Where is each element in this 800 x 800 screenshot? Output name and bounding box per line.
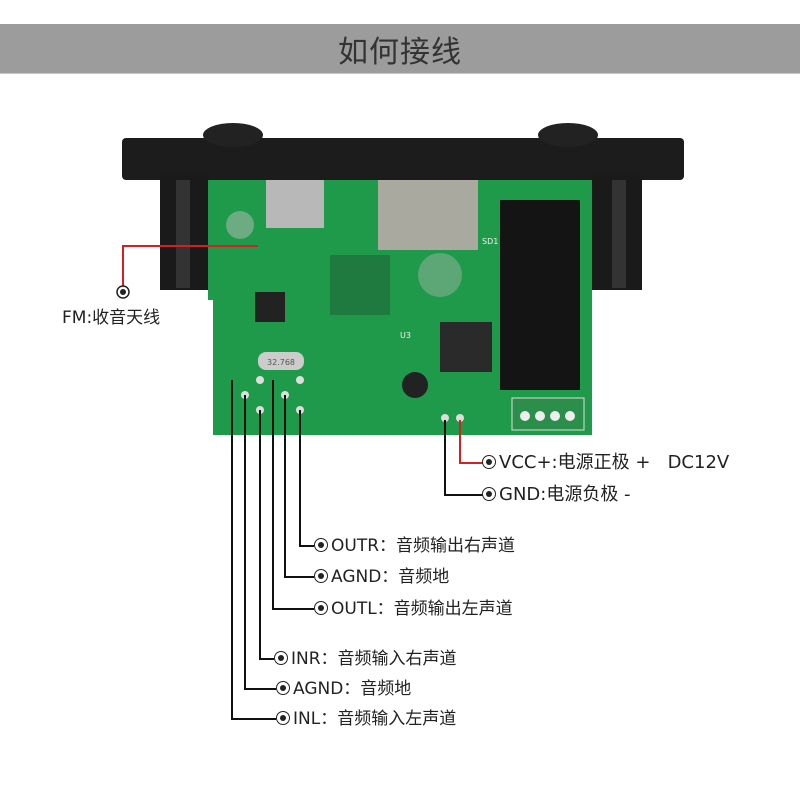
fm-terminal-icon bbox=[116, 285, 130, 299]
label-agnd-out: AGND：音频地 bbox=[314, 567, 449, 587]
label-agnd-in: AGND：音频地 bbox=[276, 679, 411, 699]
inl-wire bbox=[231, 380, 276, 720]
regulator bbox=[440, 322, 492, 372]
label-outr: OUTR：音频输出右声道 bbox=[314, 536, 515, 556]
terminal-icon bbox=[482, 487, 496, 501]
page-title: 如何接线 bbox=[338, 34, 462, 70]
terminal-icon bbox=[276, 711, 290, 725]
label-gnd: GND:电源负极 - bbox=[482, 485, 631, 505]
chip bbox=[255, 292, 285, 322]
agnd-in-wire bbox=[244, 395, 276, 690]
gnd-wire bbox=[444, 420, 483, 496]
pcb: 32.768 U3 SD1 bbox=[208, 180, 592, 435]
dc-jack bbox=[500, 200, 580, 390]
header-bar: 如何接线 bbox=[0, 24, 800, 74]
svg-text:U3: U3 bbox=[400, 331, 411, 340]
label-outl: OUTL：音频输出左声道 bbox=[314, 599, 513, 619]
outl-wire bbox=[272, 380, 314, 610]
svg-text:SD1: SD1 bbox=[482, 237, 498, 246]
agnd-out-wire bbox=[284, 395, 314, 578]
label-inr: INR：音频输入右声道 bbox=[274, 649, 457, 669]
terminal-icon bbox=[314, 601, 328, 615]
label-vcc: VCC+:电源正极 + DC12V bbox=[482, 453, 729, 473]
vcc-wire bbox=[459, 420, 483, 464]
terminal-icon bbox=[314, 569, 328, 583]
outr-wire bbox=[299, 410, 314, 547]
terminal-icon bbox=[314, 538, 328, 552]
crystal bbox=[258, 352, 304, 370]
terminal-icon bbox=[274, 651, 288, 665]
label-fm: FM:收音天线 bbox=[62, 308, 161, 328]
fm-wire bbox=[122, 245, 258, 286]
label-inl: INL：音频输入左声道 bbox=[276, 709, 456, 729]
sd-card-slot bbox=[378, 180, 478, 250]
inr-wire bbox=[259, 410, 274, 660]
terminal-icon bbox=[482, 455, 496, 469]
svg-text:32.768: 32.768 bbox=[267, 358, 295, 367]
panel-bezel bbox=[122, 123, 684, 290]
terminal-icon bbox=[276, 681, 290, 695]
usb-port bbox=[266, 180, 324, 228]
